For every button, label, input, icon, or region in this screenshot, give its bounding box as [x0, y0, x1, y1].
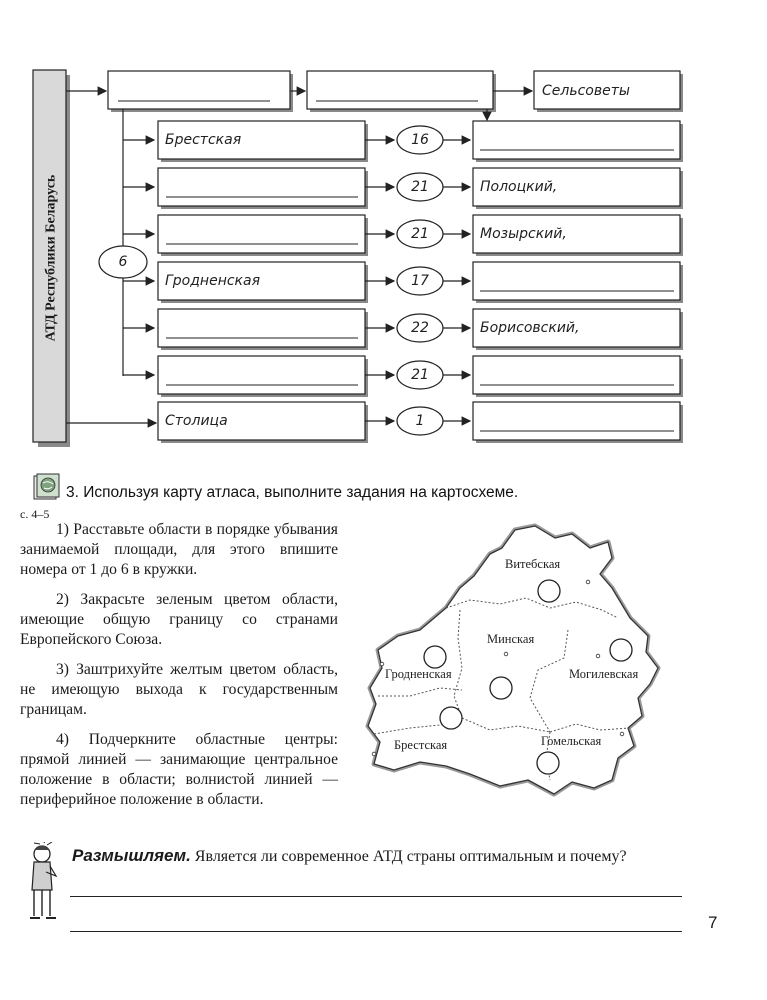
- task-item-2: 2) Закрасьте зеленым цветом области, име…: [20, 591, 338, 648]
- count-label: 21: [411, 367, 429, 383]
- district-box: [472, 401, 681, 441]
- map-label-grodno: Гродненская: [385, 667, 452, 681]
- answer-line-1[interactable]: [70, 896, 682, 897]
- page-reference: с. 4–5: [20, 507, 50, 521]
- district-box: [472, 308, 681, 348]
- count-label: 1: [415, 413, 425, 429]
- circle-gomel: [536, 751, 560, 775]
- circle-vitebsk: [537, 579, 561, 603]
- district-box: [472, 355, 681, 395]
- count-label: 16: [411, 132, 429, 148]
- circle-mogilev: [609, 638, 633, 662]
- task-item-3: 3) Заштрихуйте желтым цветом область, не…: [20, 661, 338, 718]
- atd-scheme: [32, 69, 683, 447]
- top-box-1: [107, 70, 291, 110]
- district-box: [472, 214, 681, 254]
- map-label-brest: Брестская: [394, 738, 448, 752]
- district-label: Борисовский,: [480, 320, 580, 336]
- region-label: Брестская: [165, 132, 242, 148]
- top-box-2: [306, 70, 494, 110]
- task-heading: 3. Используя карту атласа, выполните зад…: [66, 484, 519, 501]
- map-label-gomel: Гомельская: [541, 734, 602, 748]
- page-number: 7: [708, 913, 718, 932]
- thinking-man-icon: [30, 842, 58, 919]
- region-box: [157, 261, 366, 301]
- map-label-vitebsk: Витебская: [505, 557, 561, 571]
- district-box: [472, 120, 681, 160]
- region-label: Гродненская: [165, 273, 261, 289]
- count-label: 17: [411, 273, 429, 289]
- district-label: Полоцкий,: [480, 179, 558, 195]
- region-box: [157, 308, 366, 348]
- map-label-mogilev: Могилевская: [569, 667, 639, 681]
- region-box: [157, 355, 366, 395]
- circle-minsk: [489, 676, 513, 700]
- district-label: Мозырский,: [480, 226, 567, 242]
- count-oval-text: 6: [118, 254, 128, 270]
- region-box: [157, 120, 366, 160]
- region-box: [157, 214, 366, 254]
- title-box: [32, 69, 67, 443]
- atlas-icon: [33, 473, 60, 500]
- circle-brest: [439, 706, 463, 730]
- reflection-question: Размышляем. Является ли современное АТД …: [72, 846, 627, 865]
- answer-line-2[interactable]: [70, 931, 682, 932]
- count-oval: [98, 245, 148, 279]
- map-label-minsk: Минская: [487, 632, 535, 646]
- scheme-vertical-title: АТД Республики Беларусь: [43, 174, 59, 342]
- count-label: 21: [411, 226, 429, 242]
- district-box: [472, 167, 681, 207]
- region-box: [157, 401, 366, 441]
- selsovety-label: Сельсоветы: [542, 83, 630, 99]
- circle-grodno: [423, 645, 447, 669]
- region-box: [157, 167, 366, 207]
- region-label: Столица: [165, 413, 228, 429]
- belarus-map: [365, 523, 661, 797]
- task-item-1: 1) Расставьте области в порядке убывания…: [20, 521, 338, 578]
- count-label: 22: [411, 320, 429, 336]
- count-label: 21: [411, 179, 429, 195]
- district-box: [472, 261, 681, 301]
- task-item-4: 4) Подчеркните областные центры: прямой …: [20, 731, 338, 808]
- selsovety-box: [533, 70, 681, 110]
